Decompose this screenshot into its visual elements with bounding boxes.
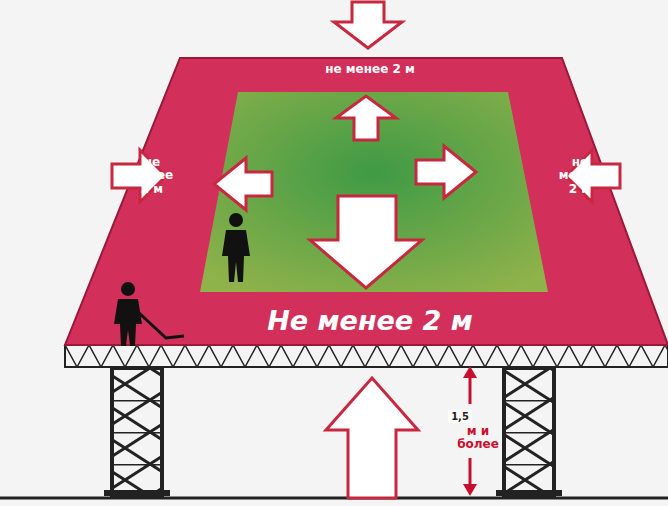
safe-zone <box>200 92 548 292</box>
zone-width-label: не менее 2 м <box>129 156 175 196</box>
worker-figure <box>114 282 184 346</box>
height-value: 1,5 <box>448 410 472 423</box>
zone-width-label: не менее 2 м <box>557 156 603 196</box>
worker-figure <box>222 213 250 282</box>
danger-zone <box>65 58 668 345</box>
zone-width-label: Не менее 2 м <box>267 306 473 336</box>
scaffold-tower <box>104 368 562 496</box>
truss-beam <box>65 345 668 367</box>
outward-arrow <box>214 96 476 288</box>
zone-width-label: не менее 2 м <box>325 63 415 76</box>
height-unit-label: м и более <box>446 425 510 451</box>
inward-arrow <box>112 2 620 498</box>
ground-line <box>0 497 668 500</box>
